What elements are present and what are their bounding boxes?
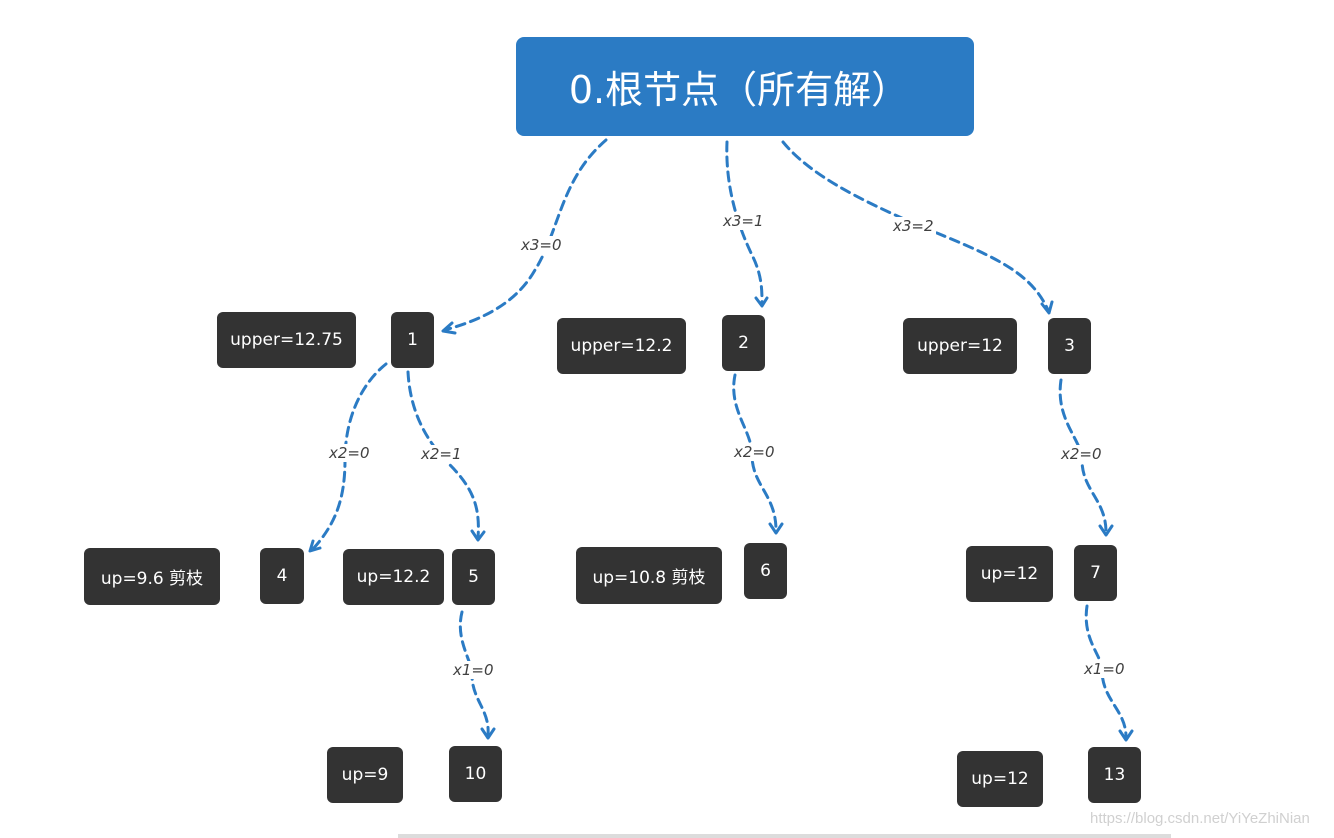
edge-3-7-arrowhead [1098, 524, 1114, 537]
edge-label-x2-0-node3: x2=0 [1059, 445, 1104, 463]
bound-box-node10: up=9 [327, 747, 403, 803]
edge-root-1-arrowhead [441, 321, 457, 335]
tree-node-10[interactable]: 10 [449, 746, 502, 802]
edge-root-1 [443, 138, 608, 332]
bound-box-node13: up=12 [957, 751, 1043, 807]
tree-node-1[interactable]: 1 [391, 312, 434, 368]
edge-7-13-arrowhead [1118, 729, 1134, 742]
bound-box-node6: up=10.8 剪枝 [576, 547, 722, 604]
tree-node-4[interactable]: 4 [260, 548, 304, 604]
edge-label-x2-0-node1: x2=0 [327, 444, 372, 462]
bound-box-node5: up=12.2 [343, 549, 444, 605]
edge-label-x1-0-node5: x1=0 [451, 661, 496, 679]
bound-box-node4: up=9.6 剪枝 [84, 548, 220, 605]
edge-root-2 [725, 140, 764, 306]
edge-2-6-arrowhead [768, 522, 784, 535]
edge-1-5-arrowhead [470, 529, 486, 542]
tree-node-7[interactable]: 7 [1074, 545, 1117, 601]
edge-label-x3-0: x3=0 [519, 236, 564, 254]
root-node[interactable]: 0.根节点（所有解） [516, 37, 974, 136]
edge-1-5 [406, 370, 480, 540]
bound-box-node7: up=12 [966, 546, 1053, 602]
edge-label-x3-2: x3=2 [891, 217, 936, 235]
edge-label-x3-1: x3=1 [721, 212, 766, 230]
edge-root-2-arrowhead [754, 296, 769, 308]
edge-1-4-arrowhead [308, 539, 322, 553]
edge-root-3-arrowhead [1040, 300, 1054, 315]
edge-label-x1-0-node7: x1=0 [1082, 660, 1127, 678]
watermark: https://blog.csdn.net/YiYeZhiNian [1090, 810, 1310, 827]
edge-label-x2-0-node2: x2=0 [732, 443, 777, 461]
edge-5-10-arrowhead [480, 727, 496, 740]
tree-node-13[interactable]: 13 [1088, 747, 1141, 803]
tree-node-5[interactable]: 5 [452, 549, 495, 605]
tree-node-6[interactable]: 6 [744, 543, 787, 599]
bound-box-node1: upper=12.75 [217, 312, 356, 368]
tree-node-2[interactable]: 2 [722, 315, 765, 371]
edge-root-3 [781, 140, 1050, 312]
scrollbar-track[interactable] [398, 834, 1171, 838]
edge-label-x2-1-node1: x2=1 [419, 445, 464, 463]
tree-node-3[interactable]: 3 [1048, 318, 1091, 374]
bound-box-node3: upper=12 [903, 318, 1017, 374]
bound-box-node2: upper=12.2 [557, 318, 686, 374]
